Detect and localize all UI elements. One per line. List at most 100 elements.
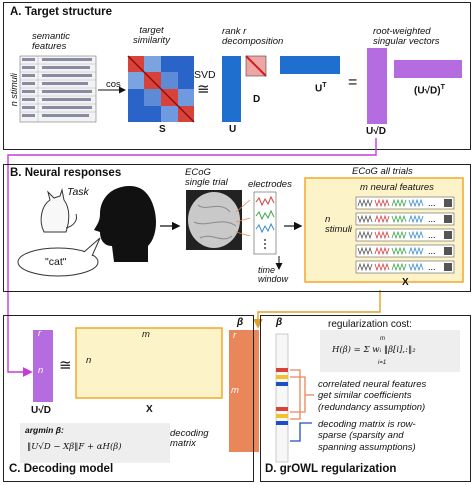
cos-label: cos <box>106 79 121 90</box>
UsqrtD-T-label: (U√D)T <box>414 84 445 97</box>
trial-waveform <box>408 246 424 256</box>
trial-ellipsis: ... <box>428 198 436 208</box>
trial-waveform <box>391 230 407 240</box>
equals-symbol: = <box>348 74 358 91</box>
trial-waveform <box>374 262 390 272</box>
trial-waveform <box>357 198 373 208</box>
semantic-features-table <box>19 55 97 123</box>
panel-target-structure: A. Target structure <box>3 2 471 150</box>
panel-decoding-model: C. Decoding model <box>3 315 254 482</box>
trial-waveform <box>374 246 390 256</box>
head-silhouette <box>94 186 156 262</box>
r-label-c2: r <box>233 330 237 341</box>
trial-waveform <box>391 198 407 208</box>
sum-upper-limit: m <box>380 336 385 342</box>
argmin-label: argmin β: <box>25 425 64 435</box>
beta-matrix-c <box>229 330 259 452</box>
beta-sparse-matrix <box>275 333 289 463</box>
UsqrtD-matrix-a <box>367 48 387 124</box>
trial-ellipsis: ... <box>428 246 436 256</box>
approx-symbol-a: ≅ <box>197 81 210 98</box>
trial-ellipsis: ... <box>428 230 436 240</box>
trial-last-feature <box>444 247 452 255</box>
approx-symbol-c: ≅ <box>59 357 72 374</box>
panel-c-title: C. Decoding model <box>9 463 114 475</box>
trial-last-feature <box>444 263 452 271</box>
n-stimuli-label-b: n stimuli <box>325 214 352 235</box>
n-label-c2: n <box>86 355 92 366</box>
trial-waveform <box>408 198 424 208</box>
m-neural-features-label: m neural features <box>360 182 434 193</box>
semantic-features-label: semantic features <box>32 31 71 52</box>
r-label-c: r <box>38 328 42 339</box>
similarity-matrix <box>127 55 195 123</box>
trial-waveform <box>391 246 407 256</box>
connector-b-to-c <box>253 290 381 329</box>
correlated-bracket-a <box>290 369 301 420</box>
trial-waveform <box>391 214 407 224</box>
trial-last-feature <box>444 215 452 223</box>
reg-cost-box <box>320 330 460 372</box>
objective-box <box>20 423 170 463</box>
m-label-c: m <box>142 329 150 340</box>
brain-image <box>186 190 251 250</box>
UsqrtD-T-matrix <box>394 60 462 78</box>
panel-growl-regularization: D. grOWL regularization <box>260 315 471 482</box>
ecog-single-trial-label: ECoG single trial <box>185 167 228 188</box>
trial-last-feature <box>444 199 452 207</box>
beta-label-d: β <box>276 317 283 328</box>
trial-waveform <box>357 246 373 256</box>
row-sparse-pointer <box>290 422 312 442</box>
X-label-b: X <box>402 277 409 288</box>
panel-a-title: A. Target structure <box>10 6 113 18</box>
speech-bubble-tail <box>83 237 101 257</box>
UT-matrix <box>280 56 340 74</box>
trial-waveform <box>374 198 390 208</box>
ecog-all-trials-label: ECoG all trials <box>352 166 413 177</box>
X-label-c: X <box>146 404 153 415</box>
U-matrix-label: U <box>229 124 237 135</box>
sum-lower-limit: i=1 <box>378 360 387 366</box>
reg-cost-label: regularization cost: <box>328 319 412 330</box>
trial-ellipsis: ... <box>428 262 436 272</box>
speech-bubble <box>17 247 99 277</box>
S-matrix-label: S <box>159 124 166 135</box>
panel-neural-responses: B. Neural responses <box>3 164 471 292</box>
trial-waveform <box>408 262 424 272</box>
decoding-matrix-label: decoding matrix <box>170 428 209 449</box>
correlated-features-note: correlated neural features get similar c… <box>318 379 427 413</box>
cat-word: "cat" <box>45 256 67 268</box>
trial-ellipsis: ... <box>428 214 436 224</box>
cat-illustration <box>40 188 77 233</box>
reg-cost-formula: H(β) = Σ wᵢ ‖β[i],:‖₂ <box>332 345 416 355</box>
trial-waveform <box>391 262 407 272</box>
UsqrtD-matrix-c <box>33 330 53 402</box>
svd-label: SVD <box>194 69 216 81</box>
root-weighted-label: root-weighted singular vectors <box>373 26 440 47</box>
trial-waveform <box>374 214 390 224</box>
UsqrtD-label-a: U√D <box>366 126 386 137</box>
time-window-label: time window <box>258 265 289 285</box>
D-matrix <box>245 55 267 77</box>
objective-formula: ‖U√D − Xβ‖F + αH(β) <box>27 442 122 452</box>
panel-b-title: B. Neural responses <box>10 167 122 179</box>
panel-d-title: D. grOWL regularization <box>265 463 397 475</box>
trial-waveform <box>408 230 424 240</box>
UT-matrix-label: UT <box>315 82 327 95</box>
trial-last-feature <box>444 231 452 239</box>
m-label-c2: m <box>231 385 239 396</box>
trial-waveform <box>374 230 390 240</box>
connector-a-to-c <box>7 138 377 377</box>
trial-waveform <box>357 230 373 240</box>
task-label: Task <box>67 186 89 198</box>
trial-waveforms: ............... <box>357 198 452 272</box>
D-matrix-label: D <box>253 94 261 105</box>
target-similarity-label: target similarity <box>133 25 170 46</box>
electrodes-label: electrodes <box>248 179 292 190</box>
trial-waveform <box>357 262 373 272</box>
X-matrix-c <box>75 327 223 399</box>
rank-r-label: rank r decomposition <box>222 26 284 47</box>
U-matrix <box>222 56 241 122</box>
trial-waveform <box>357 214 373 224</box>
